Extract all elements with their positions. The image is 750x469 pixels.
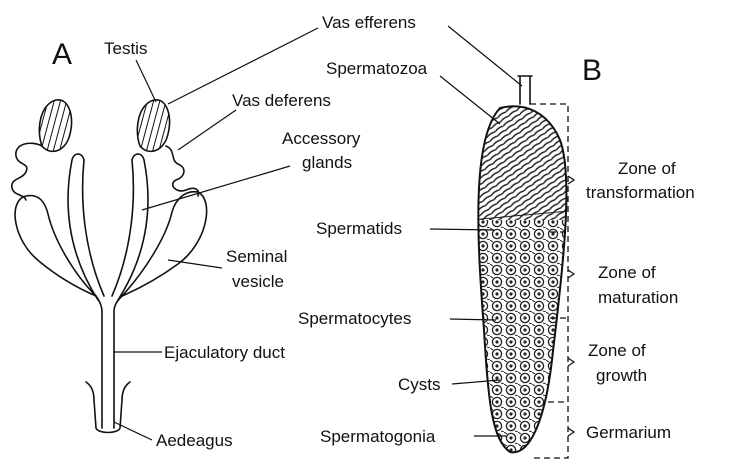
- left-vas-deferens: [12, 143, 42, 200]
- leader-accessory-glands: [142, 166, 290, 210]
- left-accessory-gland: [68, 154, 104, 300]
- label-testis: Testis: [104, 39, 147, 58]
- vas-efferens-tube: [518, 76, 532, 104]
- right-accessory-gland: [112, 154, 148, 300]
- label-spermatids: Spermatids: [316, 219, 402, 238]
- panel-label-a: A: [52, 38, 72, 71]
- panel-label-b: B: [582, 54, 602, 87]
- zone-transformation-line1: Zone of: [618, 159, 676, 178]
- leader-vas-deferens: [178, 110, 236, 150]
- label-accessory-glands-2: glands: [302, 153, 352, 172]
- leader-aedeagus: [114, 422, 152, 440]
- label-cysts: Cysts: [398, 375, 441, 394]
- right-testis: [137, 100, 169, 151]
- label-vas-deferens: Vas deferens: [232, 91, 331, 110]
- aedeagus: [86, 382, 130, 433]
- label-spermatocytes: Spermatocytes: [298, 309, 411, 328]
- label-seminal-vesicle-2: vesicle: [232, 272, 284, 291]
- ejaculatory-duct: [96, 296, 122, 420]
- zone-growth-line2: growth: [596, 366, 647, 385]
- label-aedeagus: Aedeagus: [156, 431, 233, 450]
- label-seminal-vesicle-1: Seminal: [226, 247, 287, 266]
- right-vas-deferens: [166, 146, 199, 196]
- leader-spermatozoa: [440, 76, 500, 124]
- testis-follicle: [460, 100, 580, 460]
- leader-testis: [136, 60, 156, 102]
- label-vas-efferens: Vas efferens: [322, 13, 416, 32]
- leader-seminal-vesicle: [168, 260, 222, 268]
- label-spermatozoa: Spermatozoa: [326, 59, 428, 78]
- zone-transformation-line2: transformation: [586, 183, 695, 202]
- zone-germarium: Germarium: [586, 423, 671, 442]
- right-seminal-vesicle: [122, 192, 207, 296]
- label-ejaculatory-duct: Ejaculatory duct: [164, 343, 285, 362]
- zone-maturation-line1: Zone of: [598, 263, 656, 282]
- zone-maturation-line2: maturation: [598, 288, 678, 307]
- zone-growth-line1: Zone of: [588, 341, 646, 360]
- label-accessory-glands-1: Accessory: [282, 129, 361, 148]
- label-spermatogonia: Spermatogonia: [320, 427, 436, 446]
- left-testis: [39, 100, 71, 151]
- leader-vas-efferens: [448, 26, 522, 86]
